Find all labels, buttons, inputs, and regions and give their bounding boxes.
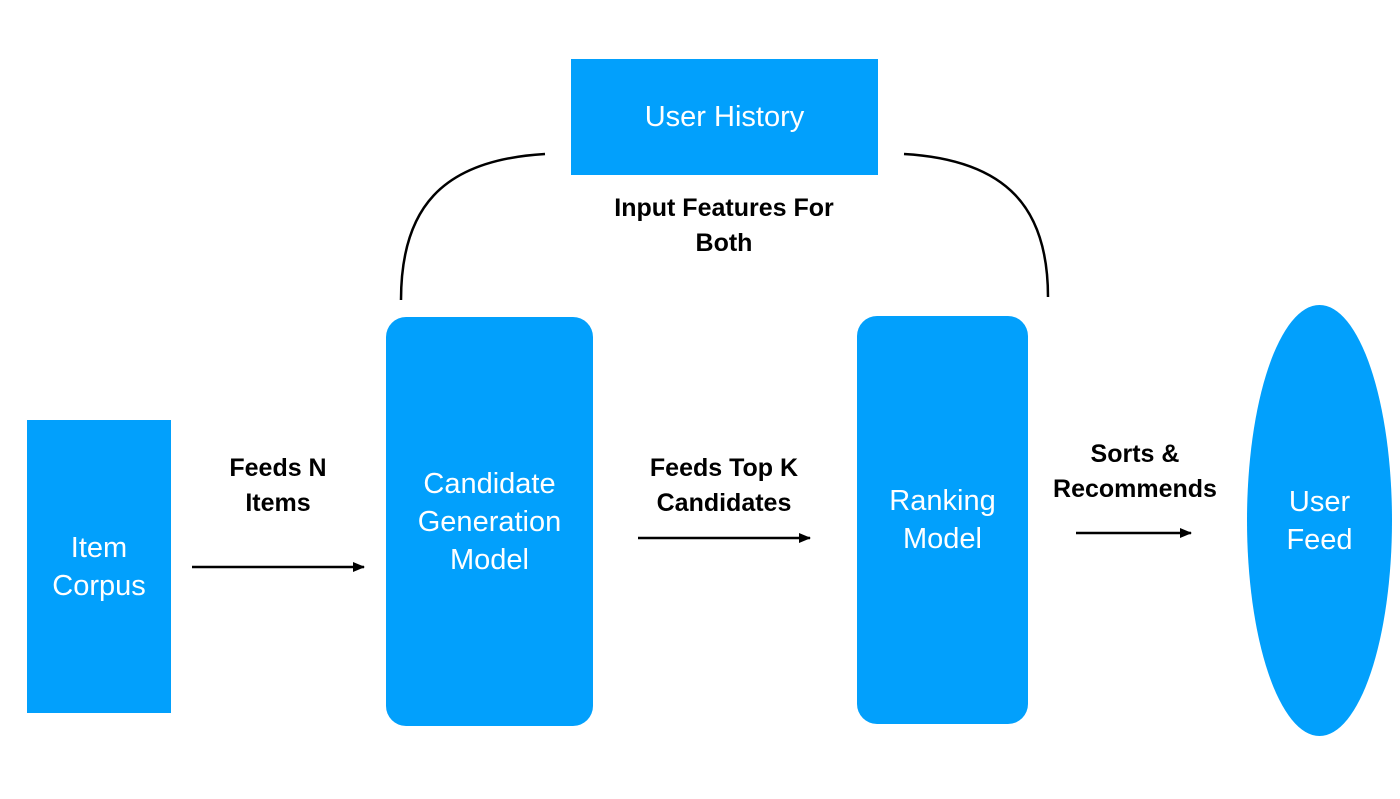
ranking-to-feed-label: Sorts & Recommends bbox=[1053, 440, 1217, 503]
candidate-generation-node: Candidate Generation Model bbox=[386, 317, 593, 726]
ranking-model-node: Ranking Model bbox=[857, 316, 1028, 724]
history-to-ranking-curve bbox=[903, 152, 1050, 298]
candidate-generation-label: Candidate Generation Model bbox=[417, 467, 562, 576]
user-history-node: User History bbox=[571, 59, 878, 175]
item-corpus-label: Item Corpus bbox=[52, 531, 146, 602]
history-to-candidate-curve bbox=[399, 152, 546, 301]
user-history-label: User History bbox=[644, 101, 805, 133]
user-feed-label: User Feed bbox=[1286, 485, 1353, 556]
corpus-to-candidate-label: Feeds N Items bbox=[229, 454, 327, 517]
item-corpus-node: Item Corpus bbox=[27, 420, 171, 713]
candidate-to-ranking-label: Feeds Top K Candidates bbox=[649, 454, 799, 517]
history-to-models-label: Input Features For Both bbox=[614, 194, 834, 257]
ranking-model-label: Ranking Model bbox=[889, 485, 996, 555]
user-feed-node: User Feed bbox=[1247, 305, 1392, 736]
